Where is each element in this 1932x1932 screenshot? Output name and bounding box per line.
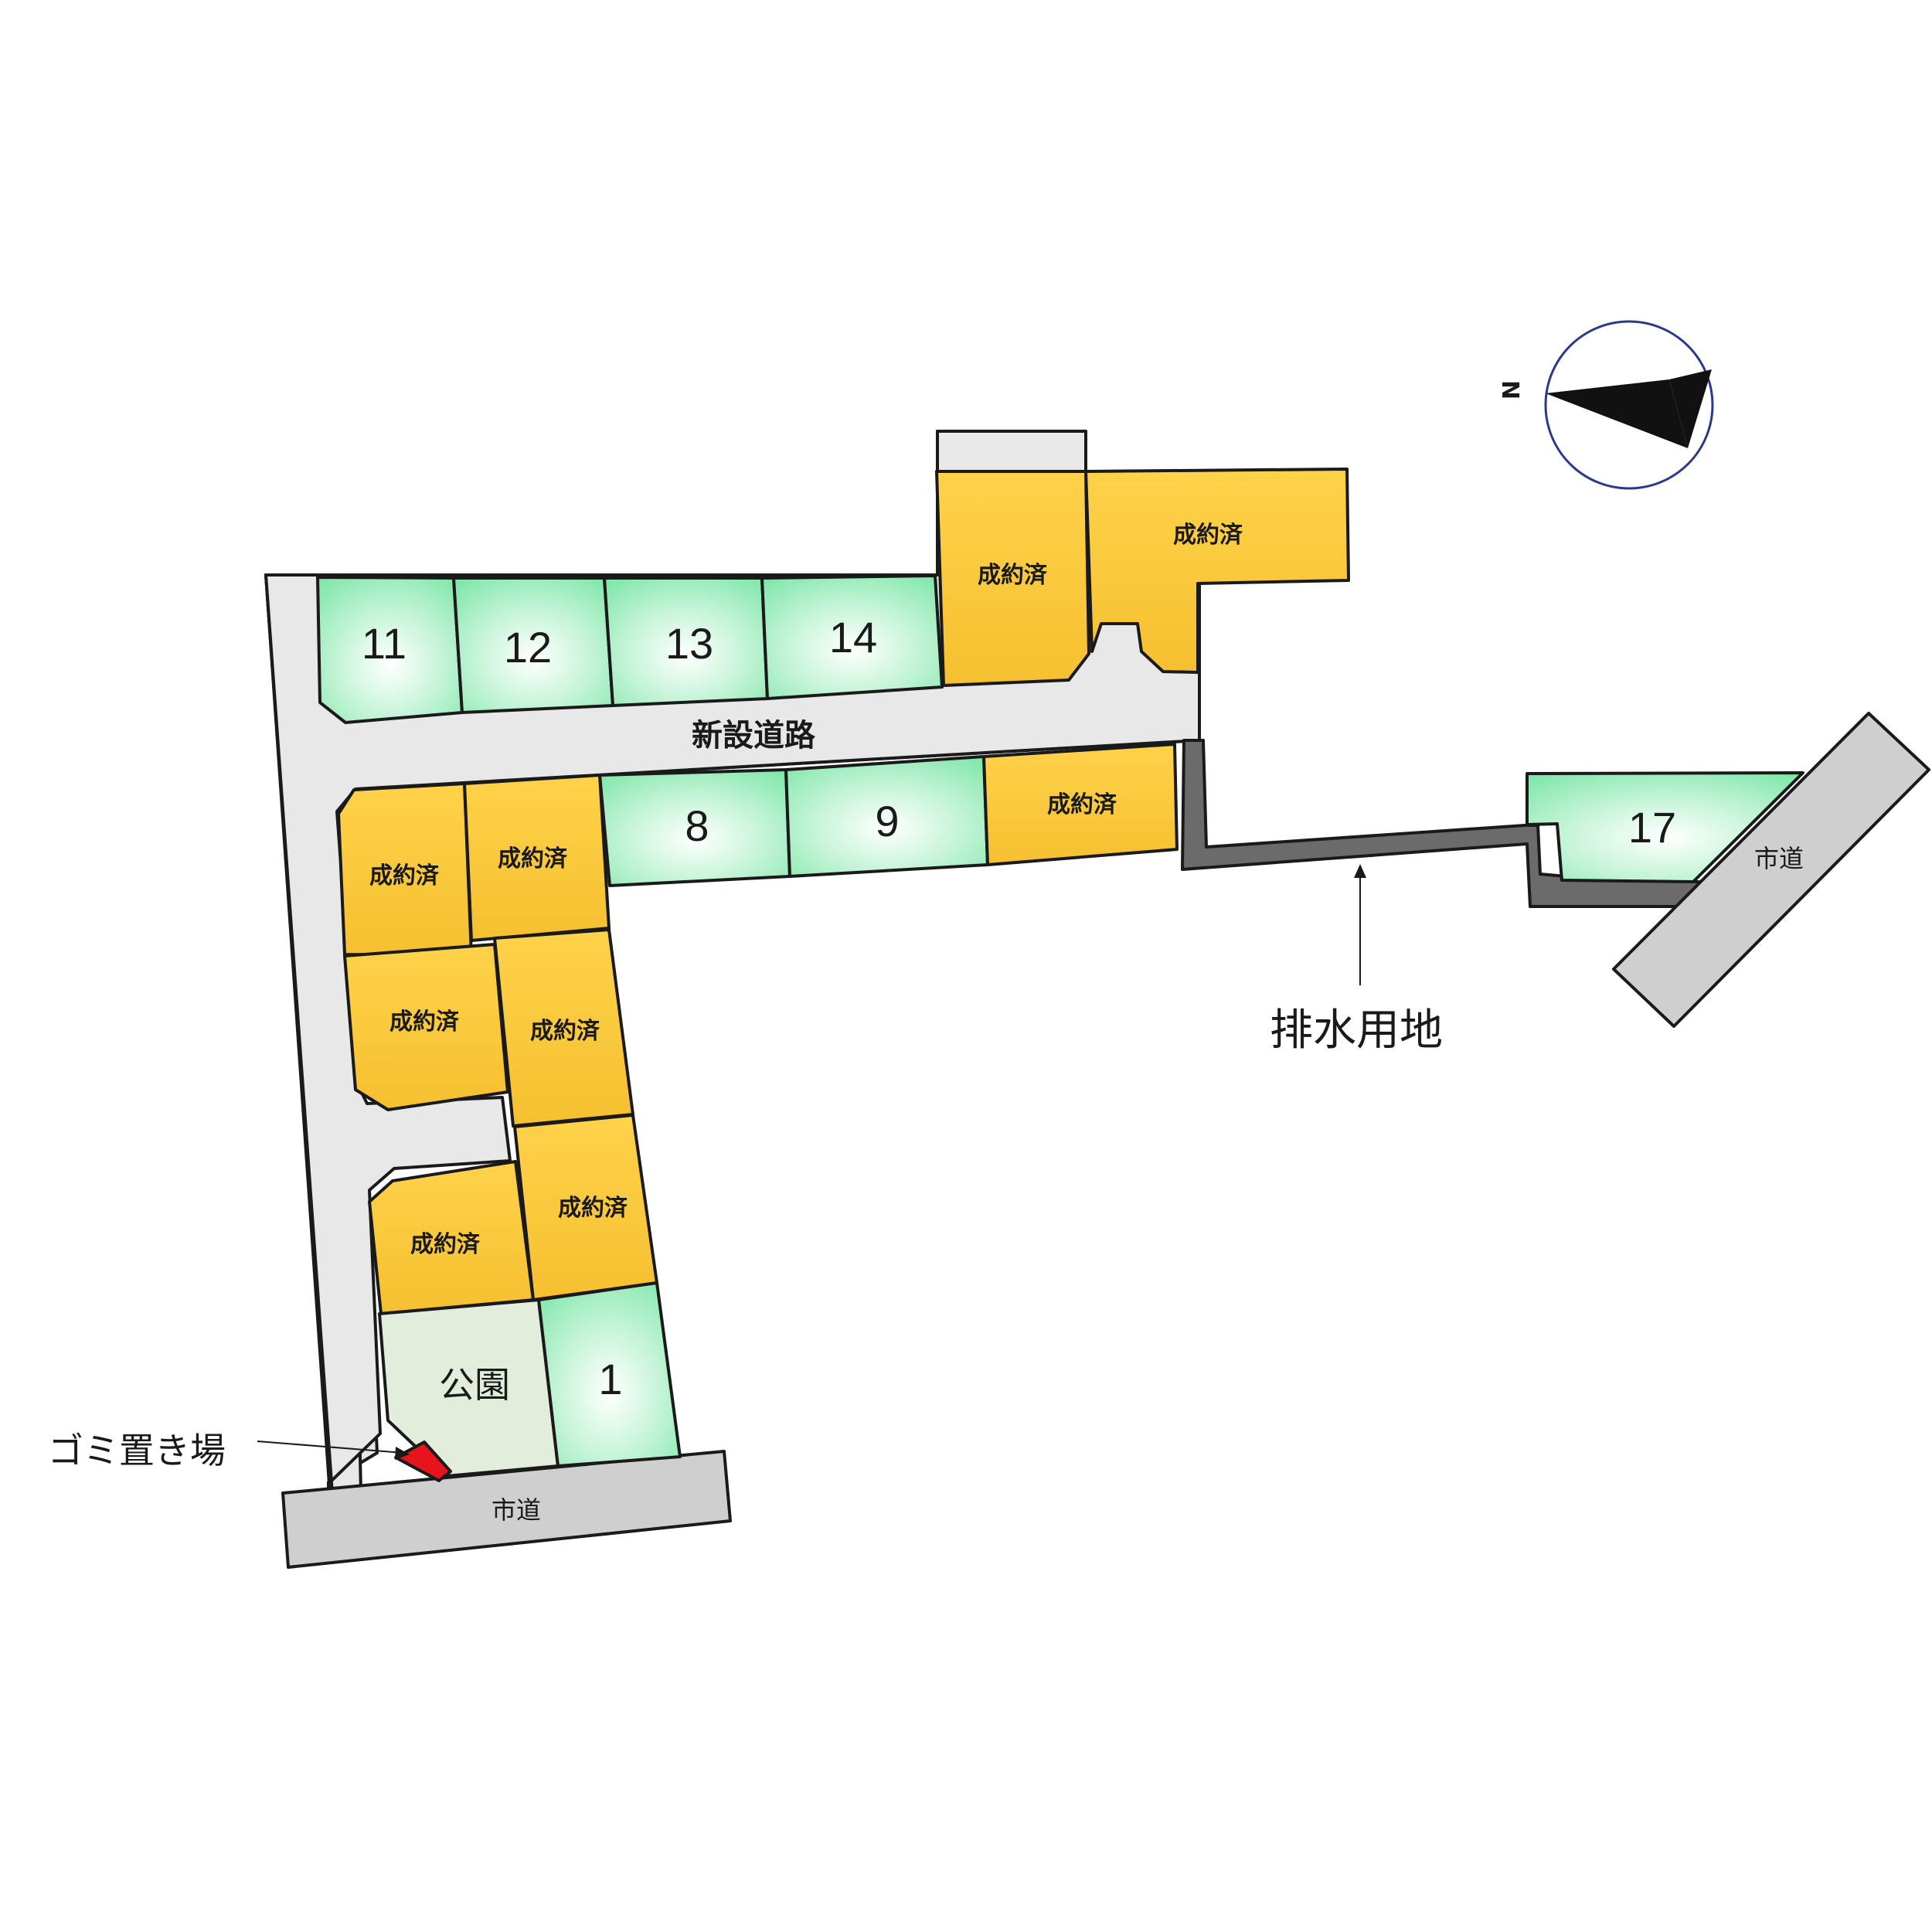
- drainage-label: 排水用地: [1270, 1005, 1443, 1056]
- city-road-right-label: 市道: [1754, 844, 1804, 873]
- lot-4-label: 成約済: [410, 1231, 481, 1258]
- compass-needle-tail-icon: [1669, 369, 1712, 448]
- lot-7b-label: 成約済: [498, 845, 568, 872]
- city-road-right: [1612, 712, 1930, 1028]
- lot-7a-label: 成約済: [369, 862, 440, 889]
- lot-13-label: 13: [665, 619, 713, 668]
- lot-10-label: 成約済: [1047, 791, 1117, 818]
- lot-9-label: 9: [875, 797, 899, 845]
- lot-15[interactable]: [935, 470, 1090, 687]
- lot-3-label: 成約済: [558, 1195, 628, 1222]
- lot-17[interactable]: [1526, 771, 1804, 883]
- trash-callout-line: [257, 1440, 404, 1454]
- lot-10[interactable]: [982, 743, 1179, 866]
- lot-6a-label: 成約済: [389, 1009, 460, 1036]
- lot-16-label: 成約済: [1173, 522, 1243, 549]
- north-label: N: [1496, 380, 1523, 400]
- trash-area: [394, 1440, 452, 1482]
- lot-6a[interactable]: [343, 943, 509, 1111]
- lot-14-label: 14: [829, 613, 877, 662]
- trash-area-label: ゴミ置き場: [48, 1430, 226, 1471]
- lot-11[interactable]: [316, 576, 464, 724]
- lot-6b-label: 成約済: [530, 1018, 600, 1045]
- trash-arrow-icon: [395, 1447, 410, 1460]
- park: [378, 1298, 560, 1478]
- lot-1[interactable]: [537, 1281, 682, 1468]
- lot-1-label: 1: [598, 1355, 622, 1403]
- lot-12-label: 12: [504, 623, 552, 672]
- lot-7b[interactable]: [463, 774, 611, 942]
- lot-15-label: 成約済: [978, 562, 1048, 589]
- lot-14[interactable]: [760, 574, 944, 700]
- north-compass: N: [1496, 320, 1714, 490]
- new-road-label: 新設道路: [692, 718, 816, 753]
- lot-16[interactable]: [1084, 468, 1350, 674]
- lot-11-label: 11: [362, 619, 406, 668]
- compass-needle-icon: [1546, 379, 1688, 448]
- city-road-bottom-label: 市道: [492, 1495, 541, 1525]
- drainage-arrow-icon: [1354, 864, 1366, 878]
- lot-17-label: 17: [1628, 803, 1676, 852]
- park-label: 公園: [439, 1364, 510, 1406]
- lot-8-label: 8: [685, 801, 709, 850]
